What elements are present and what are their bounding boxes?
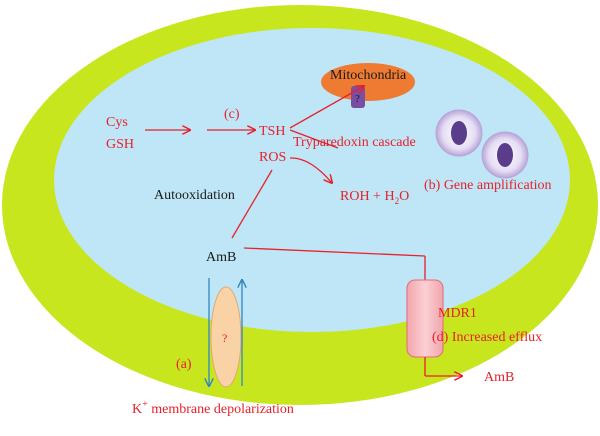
tsh-label: TSH bbox=[259, 124, 285, 139]
autooxidation-label: Autooxidation bbox=[154, 188, 235, 203]
arrow-ros-roh bbox=[289, 157, 332, 183]
ros-label: ROS bbox=[259, 150, 286, 165]
cell-inner-cytoplasm bbox=[54, 28, 570, 332]
arrow-tsh-tryp bbox=[289, 129, 339, 149]
mitochondria-question: ? bbox=[355, 93, 360, 105]
ion-channel bbox=[210, 286, 242, 388]
mdr1-label: MDR1 bbox=[438, 306, 477, 321]
k-depolarization-label: K+ membrane depolarization bbox=[132, 399, 294, 417]
cys-label: Cys bbox=[106, 115, 128, 130]
tryparedoxin-label: Tryparedoxin cascade bbox=[293, 135, 416, 150]
mitochondria-shape bbox=[321, 63, 415, 101]
nucleus-2 bbox=[481, 131, 529, 179]
ion-channel-question: ? bbox=[222, 331, 227, 345]
nucleus-1 bbox=[435, 109, 483, 157]
mitochondria-label: Mitochondria bbox=[330, 68, 407, 83]
roh-h2o-label: ROH + H2O bbox=[340, 189, 409, 206]
gene-amplification-label: (b) Gene amplification bbox=[424, 178, 552, 193]
line-amb-ros bbox=[231, 169, 273, 239]
amb-outside-label: AmB bbox=[484, 370, 514, 385]
amb-inside-label: AmB bbox=[206, 250, 236, 265]
label-c: (c) bbox=[224, 107, 240, 122]
line-amb-mdr1 bbox=[243, 247, 426, 257]
label-a: (a) bbox=[176, 357, 192, 372]
increased-efflux-label: (d) Increased efflux bbox=[432, 330, 542, 345]
gsh-label: GSH bbox=[106, 137, 134, 152]
arrow-tsh-mito bbox=[289, 86, 364, 129]
